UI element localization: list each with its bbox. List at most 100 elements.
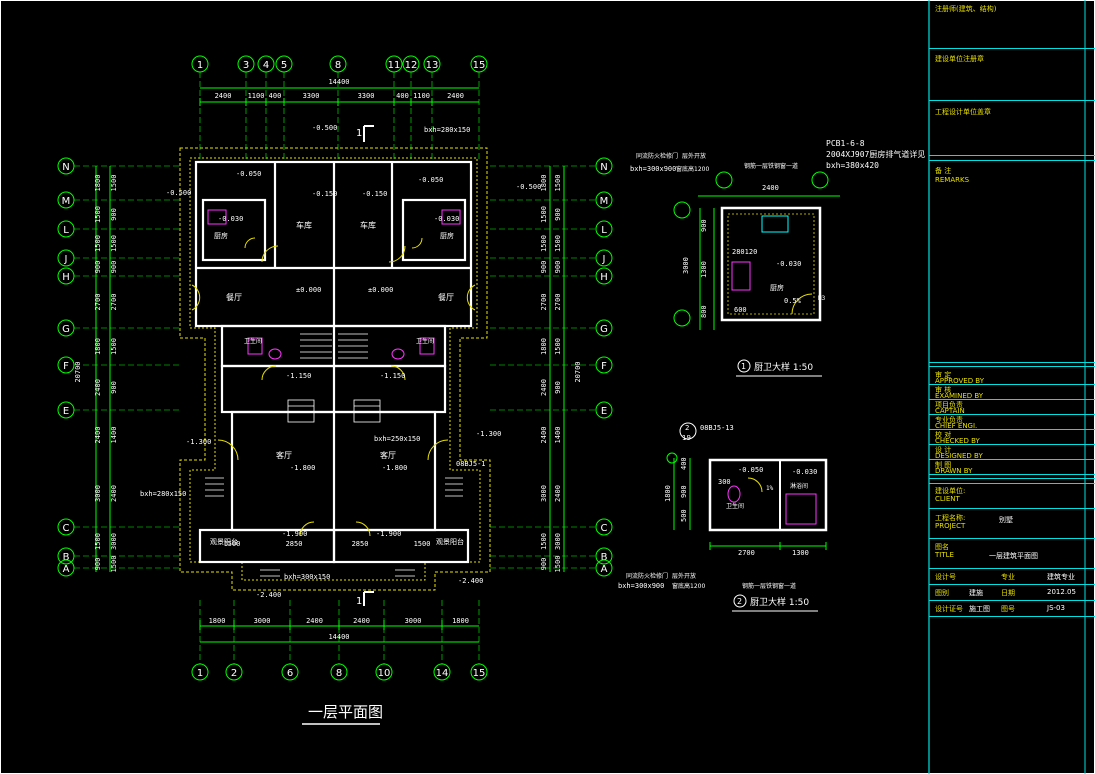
detail1-inner-wall bbox=[727, 213, 815, 315]
detail1-num: 1 bbox=[741, 362, 746, 371]
dim-left-outer-3: 900 bbox=[94, 261, 102, 274]
level-living-right: -1.800 bbox=[382, 464, 407, 472]
door-note-left: bxh=300x900 bbox=[630, 165, 676, 173]
dim-right-outer-5: 1800 bbox=[540, 338, 548, 355]
grid-left-N-label: N bbox=[62, 162, 69, 173]
detail2-level1: -0.050 bbox=[738, 466, 763, 474]
dimensions-left: 2070018001500150090027001800240024003000… bbox=[74, 166, 118, 572]
detail2-dim-lines bbox=[666, 452, 827, 550]
detail1-stove bbox=[731, 261, 751, 291]
grid-bottom-15-label: 15 bbox=[473, 668, 486, 679]
level-top: -0.500 bbox=[312, 124, 337, 132]
detail1-level: -0.030 bbox=[776, 260, 801, 268]
tb-role-line bbox=[929, 384, 1095, 385]
dim-top-5: 400 bbox=[396, 92, 409, 100]
tb-role-5: 设 计 bbox=[935, 446, 952, 454]
tb-role-line bbox=[929, 399, 1095, 400]
tb-line bbox=[929, 155, 1095, 156]
room-living-right: 客厅 bbox=[380, 450, 396, 460]
dim-bottom-4: 3000 bbox=[405, 617, 422, 625]
tb-title-value: 一层建筑平面图 bbox=[989, 552, 1038, 560]
detail1-title-bubble bbox=[737, 359, 751, 373]
tb-client-label: 建设单位: bbox=[935, 487, 966, 495]
grid-right-J-label: J bbox=[602, 254, 606, 265]
grid-right-B-circle bbox=[595, 547, 613, 565]
door-note-bottom: bxh=300x900 bbox=[618, 582, 664, 590]
dim-right-inner-3: 900 bbox=[554, 261, 562, 274]
tb-role-4: 校 对 bbox=[935, 431, 952, 439]
level-kitchen-right: -0.030 bbox=[434, 215, 459, 223]
detail2-title-bubble bbox=[733, 594, 747, 608]
dim-right-inner-0: 1500 bbox=[554, 175, 562, 192]
detail-bathroom-2[interactable]: 2 19 08BJ5-13 -0.050 -0.030 1% 卫生间 淋浴间 3… bbox=[618, 422, 828, 612]
grid-right-C-circle bbox=[595, 518, 613, 536]
detail2-room2: 淋浴间 bbox=[790, 482, 808, 490]
vent-note-top: bxh=280x150 bbox=[424, 126, 470, 134]
grid-left-A-label: A bbox=[63, 564, 70, 575]
grid-left-F-label: F bbox=[63, 361, 69, 372]
vent-note-left: bxh=280x150 bbox=[140, 490, 186, 498]
detail2-dim-left-0: 400 bbox=[680, 457, 688, 470]
dim-top-1: 1100 bbox=[248, 92, 265, 100]
wall-outline bbox=[179, 147, 491, 591]
level-balcony-right: -1.900 bbox=[376, 530, 401, 538]
dim-bottom-1: 3000 bbox=[254, 617, 271, 625]
tb-stage-value: 施工图 bbox=[969, 605, 990, 613]
tb-remarks: 备 注 bbox=[935, 167, 952, 175]
level-stair-right: -1.150 bbox=[380, 372, 405, 380]
level-bottom-left: -2.400 bbox=[256, 591, 281, 599]
door-note-text1: 同流防火检修门 bbox=[636, 152, 678, 160]
dim-right-inner-4: 2700 bbox=[554, 294, 562, 311]
tb-role-line bbox=[929, 414, 1095, 415]
dim-top-total: 14400 bbox=[328, 78, 349, 86]
tb-drawing-no: 图号 bbox=[1001, 605, 1015, 613]
tb-registered-engineer: 注册师(建筑、结构) bbox=[935, 5, 997, 13]
dim-bottom2-0: 1500 bbox=[224, 540, 241, 548]
dim-top-6: 1100 bbox=[413, 92, 430, 100]
tb-line bbox=[929, 616, 1095, 617]
dim-left-outer-0: 1800 bbox=[94, 175, 102, 192]
detail2-index-note: 08BJ5-13 bbox=[700, 424, 734, 432]
pcb-note: PCB1-6-8 bbox=[826, 139, 865, 148]
dim-left-inner-9: 3000 bbox=[110, 533, 118, 550]
dim-left-outer-6: 2400 bbox=[94, 379, 102, 396]
tb-project-label: 工程名称: bbox=[935, 514, 966, 522]
level-left-ext: -1.300 bbox=[186, 438, 211, 446]
tb-line bbox=[929, 366, 1095, 367]
detail-kitchen-1[interactable]: PCB1-6-8 2004XJ907厨房排气道详见 bxh=380x420 bx… bbox=[630, 139, 925, 377]
detail2-index-top: 2 bbox=[685, 424, 689, 432]
grid-top-13-label: 13 bbox=[426, 60, 439, 71]
detail2-num: 2 bbox=[737, 597, 742, 606]
dim-left-inner-4: 2700 bbox=[110, 294, 118, 311]
level-living-left: -1.800 bbox=[290, 464, 315, 472]
tb-role-en-1: EXAMINED BY bbox=[935, 392, 984, 400]
detail2-level2: -0.030 bbox=[792, 468, 817, 476]
dim-left-inner-8: 2400 bbox=[110, 485, 118, 502]
grid-top-11-label: 11 bbox=[388, 60, 401, 71]
dim-top-2: 400 bbox=[269, 92, 282, 100]
dim-left-outer-9: 1500 bbox=[94, 533, 102, 550]
doors bbox=[191, 237, 476, 537]
grid-bottom-2-label: 2 bbox=[231, 668, 237, 679]
plan-notes: bxh=280x150 bxh=280x150 bxh=300x150 bxh=… bbox=[140, 126, 486, 607]
room-dining-left: 餐厅 bbox=[226, 293, 242, 302]
detail2-index-bottom: 19 bbox=[682, 434, 691, 442]
door-note-text2: 层外开放 bbox=[682, 152, 706, 160]
grid-right-A-circle bbox=[595, 559, 613, 577]
grid-right-E-circle bbox=[595, 401, 613, 419]
room-garage-right: 车库 bbox=[360, 220, 376, 230]
dim-bottom2-2: 2850 bbox=[352, 540, 369, 548]
room-living-left: 客厅 bbox=[276, 450, 292, 460]
dim-bottom-3: 2400 bbox=[353, 617, 370, 625]
section-mark-top: 1 bbox=[356, 128, 362, 139]
level-right-ext: -0.500 bbox=[516, 183, 541, 191]
tb-role-line bbox=[929, 474, 1095, 475]
tb-role-3: 专业负责 bbox=[935, 416, 963, 424]
dim-right-inner-2: 1500 bbox=[554, 235, 562, 252]
dim-left-inner-2: 1500 bbox=[110, 235, 118, 252]
window-note-2: 钢筋一层铁钢窗一道 bbox=[742, 582, 796, 590]
grid-top-4-label: 4 bbox=[263, 60, 269, 71]
tb-category-value: 建施 bbox=[969, 589, 983, 597]
